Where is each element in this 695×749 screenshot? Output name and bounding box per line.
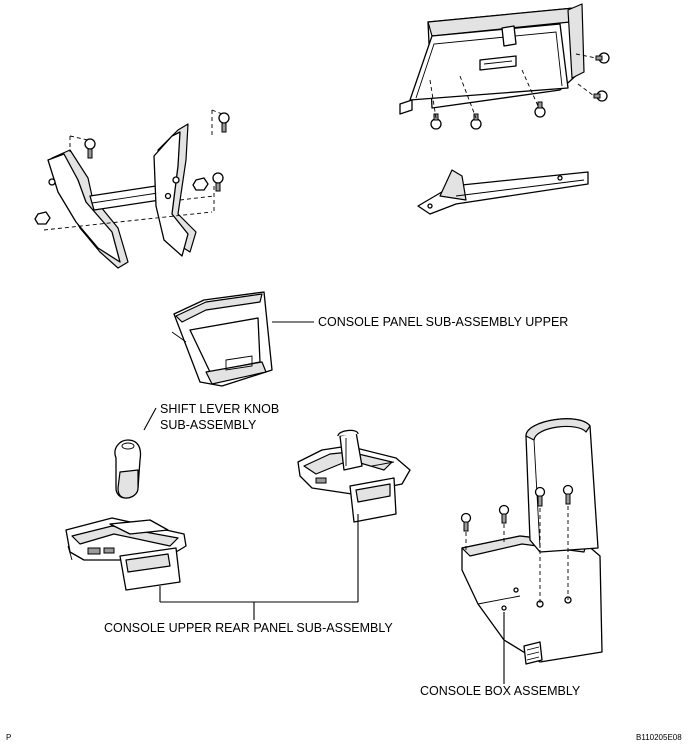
lower-cover-panel	[417, 169, 589, 215]
console-upper-rear-panel-rear	[297, 429, 411, 523]
glove-compartment-screws	[429, 52, 610, 130]
console-box-assembly-part	[461, 418, 603, 665]
glove-compartment	[399, 3, 585, 115]
console-box-screws	[460, 484, 574, 604]
figure-code: B110205E08	[636, 733, 682, 742]
console-upper-rear-leader	[159, 514, 359, 620]
lower-center-bracket	[47, 123, 197, 269]
shift-knob-leader	[143, 407, 157, 431]
shift-knob-label-line2: SUB-ASSEMBLY	[160, 418, 257, 432]
shift-lever-knob-part	[114, 439, 142, 499]
console-upper-rear-panel-front	[65, 517, 187, 591]
shift-knob-label-line1: SHIFT LEVER KNOB	[160, 402, 279, 416]
console-upper-rear-label: CONSOLE UPPER REAR PANEL SUB-ASSEMBLY	[104, 621, 393, 635]
console-box-label: CONSOLE BOX ASSEMBLY	[420, 684, 581, 698]
console-panel-upper-label: CONSOLE PANEL SUB-ASSEMBLY UPPER	[318, 315, 568, 329]
corner-letter: P	[6, 733, 11, 742]
console-panel-upper-part	[171, 291, 273, 387]
bracket-bolts	[34, 109, 230, 231]
